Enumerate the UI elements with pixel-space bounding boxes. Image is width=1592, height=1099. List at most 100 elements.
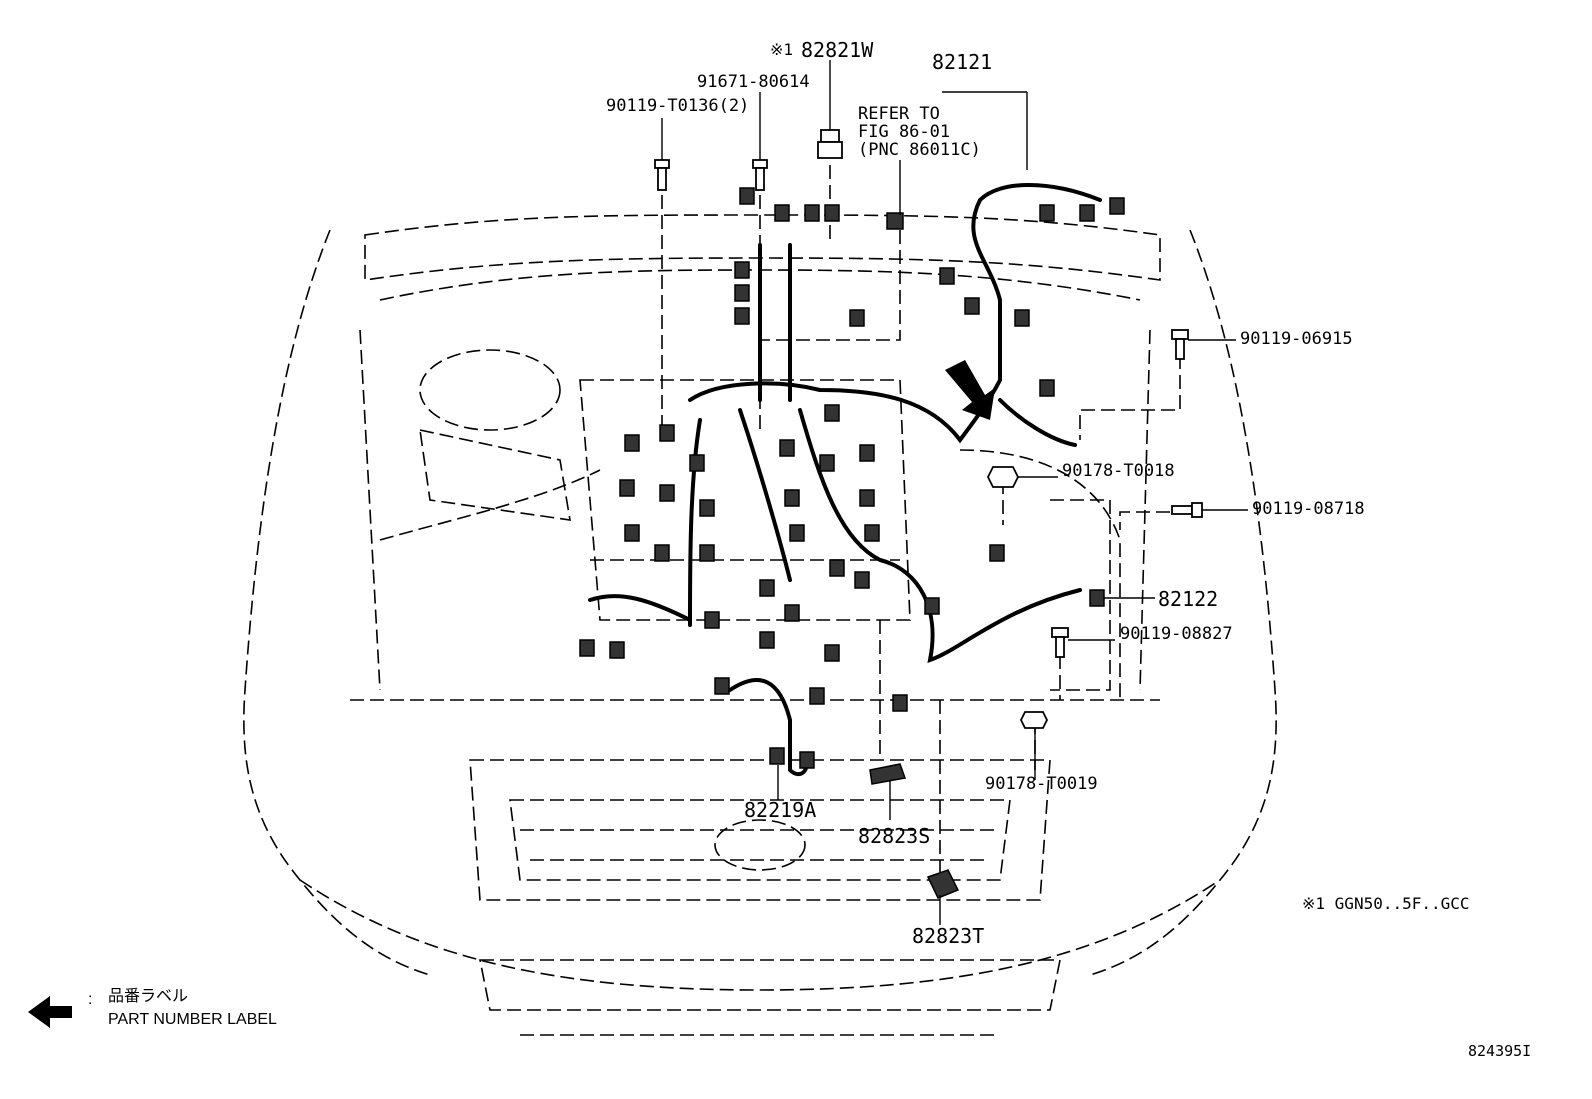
note-mark-82821w: ※1 [770,40,794,59]
lower-grille-outline [479,959,1061,1011]
emblem [714,819,806,871]
connector-86011c [886,212,904,230]
label-82219a[interactable]: 82219A [744,798,817,822]
connector [939,267,955,285]
connector-82219a [769,747,785,765]
connector [734,261,750,279]
bumper-outline [299,879,1221,991]
connector [989,544,1005,562]
connector [784,604,800,622]
bolt-90119-t0136 [654,159,670,191]
label-82122[interactable]: 82122 [1158,587,1219,611]
connector [824,204,840,222]
connector [859,489,875,507]
connector [739,187,755,205]
label-90119-08718[interactable]: 90119-08718 [1252,499,1365,519]
bolt-91671-80614 [752,159,768,191]
harness-82122 [798,408,1082,663]
nut-90178-t0018 [986,466,1020,488]
connector [689,454,705,472]
harness-left-branch [688,418,702,627]
connector [1014,309,1030,327]
label-90119-06915[interactable]: 90119-06915 [1240,329,1353,349]
nut-82821w [817,129,843,159]
label-82823t[interactable]: 82823T [912,924,985,948]
connector [759,631,775,649]
leader-08718 [1119,511,1170,530]
inner-left-fender [359,329,381,691]
connectors [579,187,1125,899]
connector-82122 [1089,589,1105,607]
connector [714,677,730,695]
radiator-support [469,759,1051,901]
connector [619,479,635,497]
connector [659,484,675,502]
connector [779,439,795,457]
ground-lead [998,398,1077,447]
connector [784,489,800,507]
grille-outline [509,799,1011,881]
refer-line-1: REFER TO [858,104,940,124]
connector [624,524,640,542]
legend-en: PART NUMBER LABEL [108,1011,277,1028]
connector [819,454,835,472]
body-left-outline [243,229,431,976]
cowl-panel [364,214,1161,281]
connector [849,309,865,327]
connector [759,579,775,597]
label-91671-80614[interactable]: 91671-80614 [697,72,810,92]
leader-lines [661,60,1248,925]
connector-82219a [799,751,815,769]
harness-sensor-left [588,594,692,622]
nut-90178-t0019 [1019,711,1049,729]
connector [824,644,840,662]
connector [809,687,825,705]
label-90178-t0019[interactable]: 90178-T0019 [985,774,1098,794]
bolt-90119-08718 [1171,502,1203,518]
harness-group [588,183,1102,777]
label-90119-t0136[interactable]: 90119-T0136(2) [606,96,750,116]
label-90178-t0018[interactable]: 90178-T0018 [1062,461,1175,481]
connector [699,544,715,562]
label-82821w[interactable]: 82821W [801,38,874,62]
connector [829,559,845,577]
harness-82219a [728,678,809,777]
connector [734,307,750,325]
body-right-outline [1089,229,1277,976]
connector [864,524,880,542]
bolt-90119-06915 [1171,329,1189,360]
connector [854,571,870,589]
leader-refer [760,230,901,341]
label-82823s[interactable]: 82823S [858,824,931,848]
connector [924,597,940,615]
connector [609,641,625,659]
connector [774,204,790,222]
connector [734,284,750,302]
footnote: ※1 GGN50..5F..GCC [1302,894,1470,913]
bracket-82121 [942,91,1028,170]
connector [654,544,670,562]
connector [1109,197,1125,215]
engine-block [579,379,911,621]
connector [789,524,805,542]
connector [699,499,715,517]
fasteners [654,129,1203,729]
arrow-icon [945,360,995,420]
left-arrow-icon [28,996,72,1028]
fuse-box-outline [1050,499,1111,691]
legend-jp: 品番ラベル [108,988,189,1005]
connector [1079,204,1095,222]
air-box [419,428,571,521]
air-cleaner-lid [419,349,561,431]
label-82121[interactable]: 82121 [932,50,993,74]
connector [579,639,595,657]
refer-line-3[interactable]: (PNC 86011C) [858,140,981,160]
connector [892,694,908,712]
refer-line-2: FIG 86-01 [858,122,951,142]
legend-colon: : [88,991,93,1008]
connector [804,204,820,222]
connector [624,434,640,452]
label-90119-08827[interactable]: 90119-08827 [1120,624,1233,644]
connector-82823t [926,869,960,899]
